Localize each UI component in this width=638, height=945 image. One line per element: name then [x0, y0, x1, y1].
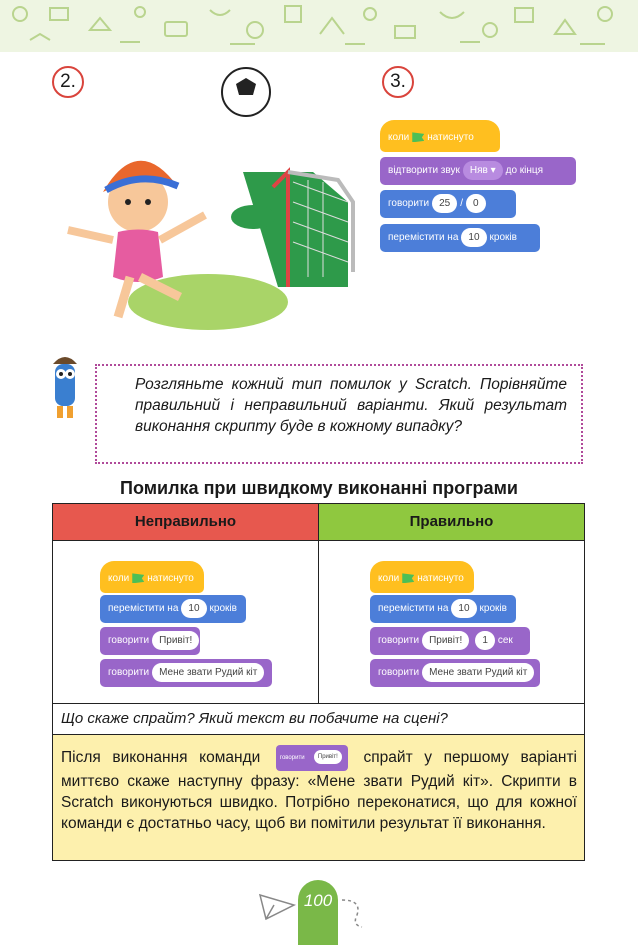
right-header: Правильно [318, 503, 585, 541]
green-flag-icon [402, 573, 415, 584]
item-number-2: 2. [52, 66, 84, 98]
wrong-header: Неправильно [52, 503, 319, 541]
item-number-3: 3. [382, 66, 414, 98]
note-text: Розгляньте кожний тип помилок у Scratch.… [135, 376, 567, 435]
decorative-banner [0, 0, 638, 52]
sound-dropdown: Няв ▾ [462, 160, 503, 180]
dashed-trail-icon [341, 899, 363, 928]
paper-plane-icon [258, 893, 297, 921]
green-flag-icon [132, 573, 145, 584]
doodle-pattern [0, 0, 638, 52]
question-row: Що скаже спрайт? Який текст ви побачите … [52, 703, 585, 735]
football-illustration [67, 67, 355, 330]
page-number: 100 [298, 880, 338, 945]
task-note: Розгляньте кожний тип помилок у Scratch.… [95, 364, 583, 464]
detective-mascot-icon [53, 357, 77, 418]
section-title: Помилка при швидкому виконанні програми [120, 478, 518, 498]
green-flag-icon [412, 132, 425, 143]
